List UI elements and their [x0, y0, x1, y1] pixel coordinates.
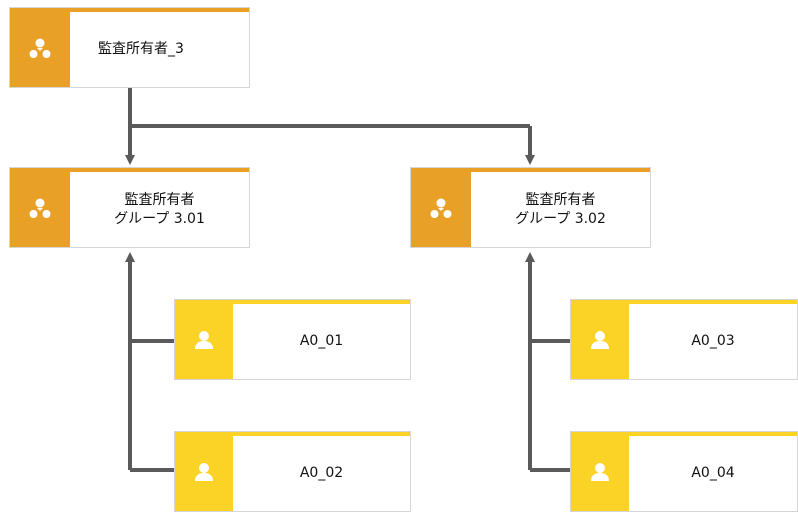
role-node-1-iconbox	[175, 300, 233, 379]
group-node-2[interactable]: 監査所有者 グループ 3.02	[410, 167, 651, 248]
role-node-2-label: A0_02	[299, 465, 344, 481]
owner-node-iconbox	[10, 8, 70, 87]
role-node-1-label: A0_01	[299, 333, 344, 349]
group-node-2-line2: グループ 3.02	[515, 210, 606, 227]
group-node-1-label-box: 監査所有者 グループ 3.01	[70, 172, 249, 247]
group-node-1-line2: グループ 3.01	[114, 210, 205, 227]
org-group-icon	[29, 38, 51, 58]
group-node-1-iconbox	[10, 168, 70, 247]
person-icon	[591, 462, 609, 481]
owner-node-label: 監査所有者_3	[98, 41, 184, 57]
group-node-1-accent	[10, 168, 249, 172]
role-node-3-accent	[571, 300, 797, 304]
role-node-2[interactable]: A0_02	[174, 431, 411, 512]
group-node-2-line1: 監査所有者	[525, 191, 596, 208]
org-group-icon	[29, 198, 51, 218]
owner-node[interactable]: 監査所有者_3	[9, 7, 250, 88]
group-node-1-line1: 監査所有者	[124, 191, 195, 208]
person-icon	[195, 462, 213, 481]
role-node-4-accent	[571, 432, 797, 436]
role-node-4-label-box: A0_04	[629, 436, 797, 511]
owner-node-accent	[10, 8, 249, 12]
person-icon	[195, 330, 213, 349]
role-node-4[interactable]: A0_04	[570, 431, 798, 512]
role-node-4-label: A0_04	[691, 465, 735, 481]
group-node-1[interactable]: 監査所有者 グループ 3.01	[9, 167, 250, 248]
group-node-2-iconbox	[411, 168, 471, 247]
role-node-3-iconbox	[571, 300, 629, 379]
role-node-3-label: A0_03	[691, 333, 735, 349]
person-icon	[591, 330, 609, 349]
role-node-2-accent	[175, 432, 410, 436]
role-node-3-label-box: A0_03	[629, 304, 797, 379]
org-group-icon	[430, 198, 452, 218]
role-node-1-label-box: A0_01	[233, 304, 410, 379]
role-node-2-label-box: A0_02	[233, 436, 410, 511]
group-node-2-label-box: 監査所有者 グループ 3.02	[471, 172, 650, 247]
group-node-2-accent	[411, 168, 650, 172]
role-node-3[interactable]: A0_03	[570, 299, 798, 380]
role-node-4-iconbox	[571, 432, 629, 511]
role-node-1[interactable]: A0_01	[174, 299, 411, 380]
owner-node-label-box: 監査所有者_3	[70, 12, 249, 87]
role-node-1-accent	[175, 300, 410, 304]
role-node-2-iconbox	[175, 432, 233, 511]
